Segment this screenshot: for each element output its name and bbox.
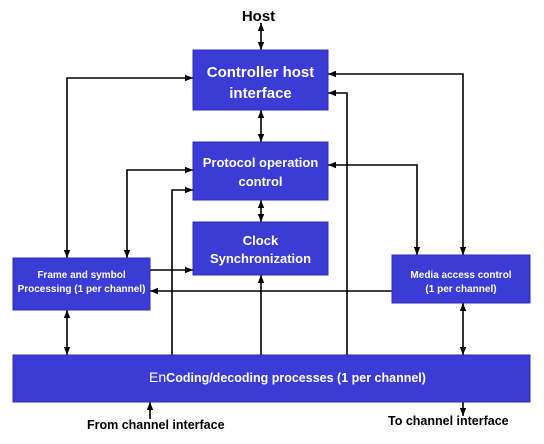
- host-label: Host: [242, 8, 275, 25]
- encoding-decoding-rect: [12, 354, 531, 403]
- controller-host-interface-rect: [192, 49, 329, 111]
- encoding-decoding-label-prefix: En: [149, 369, 166, 385]
- clock-synchronization-line-2: Synchronization: [210, 251, 311, 266]
- frame-symbol-processing-rect: [12, 257, 151, 311]
- frame-symbol-processing-line-1: Frame and symbol: [37, 270, 126, 281]
- encoding-decoding-label-rest: Coding/decoding processes (1 per channel…: [166, 371, 426, 385]
- connector-protocol-media: [328, 161, 421, 255]
- connector-encoding-controller: [328, 89, 348, 355]
- protocol-operation-control-rect: [192, 141, 329, 201]
- clock-synchronization-box: Clock Synchronization: [192, 221, 329, 276]
- connector-controller-media: [328, 70, 467, 255]
- from-channel-interface-label: From channel interface: [87, 418, 225, 432]
- controller-host-interface-box: Controller host interface: [192, 49, 329, 111]
- media-access-control-box: Media access control (1 per channel): [391, 254, 531, 304]
- protocol-operation-control-line-2: control: [238, 174, 282, 189]
- to-channel-interface-label: To channel interface: [388, 414, 509, 428]
- frame-symbol-processing-box: Frame and symbol Processing (1 per chann…: [12, 257, 151, 311]
- connectors: [63, 23, 467, 419]
- media-access-control-rect: [391, 254, 531, 304]
- encoding-decoding-box: EnCoding/decoding processes (1 per chann…: [12, 354, 531, 403]
- connector-protocol-frame: [123, 166, 193, 258]
- frame-symbol-processing-line-2: Processing (1 per channel): [18, 284, 146, 295]
- media-access-control-line-2: (1 per channel): [425, 284, 496, 295]
- controller-host-interface-line-1: Controller host: [207, 64, 315, 81]
- clock-synchronization-rect: [192, 221, 329, 276]
- protocol-operation-control-line-1: Protocol operation: [203, 155, 319, 170]
- clock-synchronization-line-1: Clock: [243, 233, 279, 248]
- connector-controller-frame: [63, 74, 193, 258]
- protocol-operation-control-box: Protocol operation control: [192, 141, 329, 201]
- connector-encoding-protocol: [171, 186, 193, 355]
- controller-host-interface-line-2: interface: [229, 85, 292, 102]
- encoding-decoding-label: EnCoding/decoding processes (1 per chann…: [149, 369, 426, 385]
- media-access-control-line-1: Media access control: [410, 270, 511, 281]
